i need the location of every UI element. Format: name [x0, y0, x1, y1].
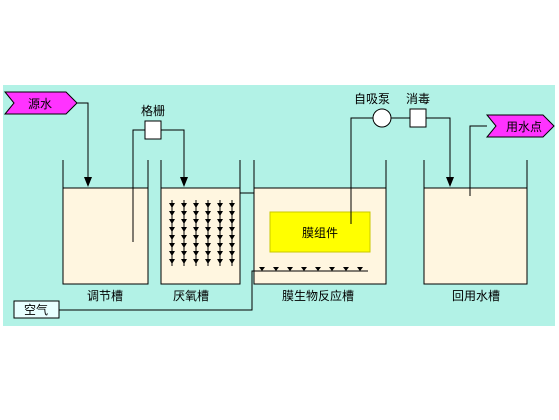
- media-node: [217, 211, 223, 216]
- diffuser-nozzle: [357, 267, 363, 271]
- membrane-component: 膜组件: [269, 211, 371, 253]
- media-node: [169, 219, 175, 224]
- media-node: [169, 235, 175, 240]
- media-node: [217, 235, 223, 240]
- media-node: [205, 243, 211, 248]
- media-node: [181, 219, 187, 224]
- media-node: [217, 251, 223, 256]
- media-node: [193, 243, 199, 248]
- self-priming-pump: [372, 108, 392, 128]
- media-node: [229, 211, 235, 216]
- media-node: [193, 235, 199, 240]
- reuse-tank: [423, 160, 528, 285]
- diffuser-nozzle: [287, 267, 293, 271]
- media-node: [205, 251, 211, 256]
- source-inflow-arrowhead: [84, 177, 92, 187]
- permeate-pipe: [350, 117, 373, 224]
- media-node: [169, 211, 175, 216]
- media-node: [193, 203, 199, 208]
- media-node: [205, 259, 211, 264]
- media-node: [193, 219, 199, 224]
- grille-box: [144, 120, 162, 140]
- reuse-inflow-arrowhead: [446, 177, 454, 187]
- media-node: [229, 243, 235, 248]
- grille-outflow-pipe: [161, 129, 185, 178]
- membrane-label: 膜组件: [302, 226, 338, 240]
- media-node: [217, 203, 223, 208]
- media-node: [217, 227, 223, 232]
- media-node: [181, 251, 187, 256]
- media-node: [181, 211, 187, 216]
- air-label: 空气: [24, 302, 48, 317]
- media-node: [181, 203, 187, 208]
- anaerobic-tank-label: 厌氧槽: [173, 289, 209, 303]
- media-node: [169, 251, 175, 256]
- source-inflow-pipe: [77, 102, 89, 178]
- media-node: [181, 243, 187, 248]
- media-node: [205, 211, 211, 216]
- media-node: [181, 235, 187, 240]
- media-node: [181, 259, 187, 264]
- diffuser-nozzle: [315, 267, 321, 271]
- media-node: [169, 259, 175, 264]
- reuse-outflow-pipe: [469, 125, 487, 196]
- grille-pipe: [132, 129, 145, 242]
- disinfection-outflow-pipe: [426, 117, 451, 178]
- filler-media: [169, 200, 235, 266]
- diffuser-nozzle: [273, 267, 279, 271]
- media-node: [217, 219, 223, 224]
- media-node: [181, 227, 187, 232]
- media-node: [193, 259, 199, 264]
- reuse-tank-label: 回用水槽: [452, 289, 500, 303]
- disinfection-label: 消毒: [406, 92, 430, 106]
- media-node: [169, 227, 175, 232]
- media-node: [229, 251, 235, 256]
- media-node: [229, 259, 235, 264]
- equalization-tank-label: 调节槽: [87, 289, 123, 303]
- media-node: [217, 259, 223, 264]
- water-point-label: 用水点: [506, 120, 542, 134]
- media-node: [217, 243, 223, 248]
- diffuser-nozzle: [329, 267, 335, 271]
- media-node: [205, 227, 211, 232]
- equalization-tank: [62, 160, 149, 285]
- disinfection-box: [409, 108, 427, 128]
- source-arrow: 源水: [3, 91, 78, 115]
- diffuser-nozzle: [301, 267, 307, 271]
- media-node: [169, 203, 175, 208]
- media-node: [193, 211, 199, 216]
- diffuser-nozzle: [259, 267, 265, 271]
- pump-label: 自吸泵: [354, 92, 390, 106]
- air-pipe: [59, 270, 368, 311]
- water-point-arrow: 用水点: [485, 114, 555, 138]
- media-node: [229, 219, 235, 224]
- diffuser-nozzle: [343, 267, 349, 271]
- anaerobic-inflow-arrowhead: [180, 177, 188, 187]
- media-node: [193, 227, 199, 232]
- media-node: [205, 235, 211, 240]
- media-node: [169, 243, 175, 248]
- media-node: [229, 235, 235, 240]
- media-node: [229, 227, 235, 232]
- air-diffusers: [259, 267, 363, 271]
- media-node: [205, 203, 211, 208]
- media-node: [229, 203, 235, 208]
- mbr-tank-label: 膜生物反应槽: [282, 288, 354, 303]
- source-label: 源水: [28, 97, 52, 111]
- media-node: [193, 251, 199, 256]
- grille-label: 格栅: [141, 103, 165, 118]
- media-node: [205, 219, 211, 224]
